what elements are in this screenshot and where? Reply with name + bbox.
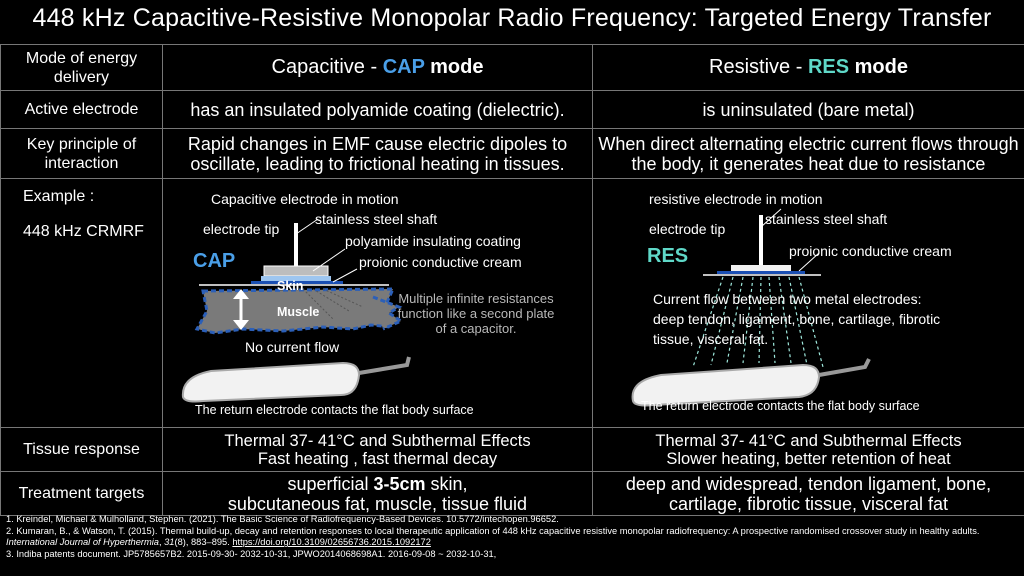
cap-diagram-drawing bbox=[181, 218, 411, 403]
res-mode-heading: Resistive - RES mode bbox=[592, 44, 1024, 91]
cap-return-electrode bbox=[181, 361, 361, 403]
reference-1: 1. Kreindel, Michael & Mulholland, Steph… bbox=[6, 514, 559, 524]
res-shaft-shape bbox=[759, 215, 763, 271]
cap-targets-pre: superficial bbox=[287, 473, 374, 494]
res-targets-line2: cartilage, fibrotic tissue, visceral fat bbox=[668, 493, 949, 514]
res-diagram-cell: resistive electrode in motion electrode … bbox=[592, 178, 1024, 428]
cap-targets-post: skin, bbox=[425, 473, 468, 494]
res-cream-shape bbox=[717, 271, 805, 274]
cap-field-line bbox=[302, 288, 334, 320]
cap-tissue-response: Thermal 37- 41°C and Subthermal Effects … bbox=[162, 427, 593, 472]
cap-diagram-cell: Capacitive electrode in motion electrode… bbox=[162, 178, 593, 428]
current-flow-note: Current flow between two metal electrode… bbox=[653, 291, 941, 347]
res-shaft-pointer bbox=[760, 208, 782, 228]
comparison-table: Mode of energy delivery Capacitive - CAP… bbox=[0, 44, 1024, 516]
resistances-note: Multiple infinite resistances function l… bbox=[397, 291, 555, 336]
cap-tissue-edge bbox=[372, 295, 405, 331]
res-key-principle: When direct alternating electric current… bbox=[592, 128, 1024, 179]
res-active-electrode: is uninsulated (bare metal) bbox=[592, 90, 1024, 129]
row-label-mode: Mode of energy delivery bbox=[0, 44, 163, 91]
reference-2-text: 2. Kumaran, B., & Watson, T. (2015). The… bbox=[6, 525, 980, 536]
cap-tissue-line2: Fast heating , fast thermal decay bbox=[257, 449, 498, 468]
table-row-active-electrode: Active electrode has an insulated polyam… bbox=[0, 90, 1024, 129]
cap-electrode-tip-label: electrode tip bbox=[203, 221, 280, 237]
res-electrode-head bbox=[731, 265, 791, 271]
cap-shaft-pointer bbox=[295, 218, 319, 235]
cap-coating-label: polyamide insulating coating bbox=[345, 233, 521, 249]
reference-2-journal: International Journal of Hyperthermia bbox=[6, 537, 159, 548]
res-electrode-tip-label: electrode tip bbox=[649, 221, 726, 237]
row-label-key-principle: Key principle of interaction bbox=[0, 128, 163, 179]
res-mode-label: RES bbox=[647, 245, 689, 267]
res-heading-suffix: mode bbox=[849, 56, 908, 78]
reference-2-sep: , bbox=[158, 537, 165, 548]
cap-heading-suffix: mode bbox=[424, 56, 484, 78]
muscle-label: Muscle bbox=[277, 305, 320, 319]
cap-targets-depth: 3-5cm bbox=[373, 473, 426, 494]
res-tissue-line1: Thermal 37- 41°C and Subthermal Effects bbox=[655, 431, 962, 450]
cap-key-principle: Rapid changes in EMF cause electric dipo… bbox=[162, 128, 593, 179]
cap-return-cable bbox=[358, 356, 411, 375]
cap-coating-pointer bbox=[312, 248, 346, 272]
res-tissue-line2: Slower heating, better retention of heat bbox=[666, 449, 951, 468]
cap-tissue-line1: Thermal 37- 41°C and Subthermal Effects bbox=[224, 431, 531, 450]
res-current-lines bbox=[692, 276, 824, 368]
table-row-tissue-response: Tissue response Thermal 37- 41°C and Sub… bbox=[0, 427, 1024, 472]
page-title: 448 kHz Capacitive-Resistive Monopolar R… bbox=[32, 4, 992, 32]
cap-field-line bbox=[312, 288, 350, 312]
reference-3: 3. Indiba patents document. JP5785657B2.… bbox=[6, 548, 497, 559]
cap-shaft-label: stainless steel shaft bbox=[315, 211, 438, 227]
cap-mode-heading: Capacitive - CAP mode bbox=[162, 44, 593, 91]
row-label-tissue-response: Tissue response bbox=[0, 427, 163, 472]
res-cream-pointer bbox=[798, 252, 820, 272]
row-label-example: Example : 448 kHz CRMRF bbox=[0, 178, 163, 428]
res-targets-line1: deep and widespread, tendon ligament, bo… bbox=[625, 473, 992, 494]
res-heading-prefix: Resistive - bbox=[709, 56, 808, 78]
res-cream-label: proionic conductive cream bbox=[789, 243, 952, 259]
table-row-key-principle: Key principle of interaction Rapid chang… bbox=[0, 128, 1024, 179]
cap-field-line bbox=[322, 288, 364, 308]
cap-treatment-targets: superficial 3-5cm skin, subcutaneous fat… bbox=[162, 471, 593, 516]
example-sublabel: 448 kHz CRMRF bbox=[23, 223, 144, 240]
no-current-label: No current flow bbox=[245, 339, 340, 355]
example-label: Example : bbox=[23, 188, 95, 205]
res-return-electrode bbox=[631, 363, 821, 407]
res-shaft-label: stainless steel shaft bbox=[765, 211, 888, 227]
res-return-label: The return electrode contacts the flat b… bbox=[641, 399, 920, 413]
row-label-treatment-targets: Treatment targets bbox=[0, 471, 163, 516]
res-diagram: resistive electrode in motion electrode … bbox=[593, 179, 1024, 427]
row-label-active-electrode: Active electrode bbox=[0, 90, 163, 129]
reference-2-doi-link[interactable]: https://doi.org/10.3109/02656736.2015.10… bbox=[232, 537, 431, 548]
cap-depth-arrow-down bbox=[233, 320, 249, 330]
res-tissue-response: Thermal 37- 41°C and Subthermal Effects … bbox=[592, 427, 1024, 472]
reference-2-pages: (8), 883–895. bbox=[174, 537, 233, 548]
res-heading-word: RES bbox=[807, 56, 850, 78]
cap-cream-pointer bbox=[332, 268, 358, 283]
references: 1. Kreindel, Michael & Mulholland, Steph… bbox=[6, 514, 1022, 560]
cap-cream-label: proionic conductive cream bbox=[359, 254, 522, 270]
res-return-cable bbox=[818, 358, 871, 377]
res-diagram-title: resistive electrode in motion bbox=[649, 191, 823, 207]
cap-diagram: Capacitive electrode in motion electrode… bbox=[163, 179, 592, 427]
reference-2-volume: 31 bbox=[164, 537, 175, 548]
cap-cream-shape bbox=[251, 281, 343, 284]
cap-targets-line1: superficial 3-5cm skin, bbox=[163, 474, 592, 494]
cap-heading-word: CAP bbox=[382, 56, 425, 78]
cap-targets-line2: subcutaneous fat, muscle, tissue fluid bbox=[227, 493, 528, 514]
res-treatment-targets: deep and widespread, tendon ligament, bo… bbox=[592, 471, 1024, 516]
cap-shaft-shape bbox=[294, 223, 298, 279]
table-row-mode: Mode of energy delivery Capacitive - CAP… bbox=[0, 44, 1024, 91]
cap-coating-shape bbox=[261, 276, 331, 281]
cap-heading-prefix: Capacitive - bbox=[271, 56, 383, 78]
table-row-treatment-targets: Treatment targets superficial 3-5cm skin… bbox=[0, 471, 1024, 516]
cap-depth-arrow-up bbox=[233, 289, 249, 299]
table-row-example: Example : 448 kHz CRMRF bbox=[0, 178, 1024, 428]
reference-2: 2. Kumaran, B., & Watson, T. (2015). The… bbox=[6, 526, 1022, 549]
res-diagram-drawing bbox=[631, 208, 871, 407]
cap-mode-label: CAP bbox=[193, 250, 236, 272]
skin-label: Skin bbox=[277, 279, 304, 293]
cap-diagram-title: Capacitive electrode in motion bbox=[211, 191, 399, 207]
cap-return-label: The return electrode contacts the flat b… bbox=[195, 403, 474, 417]
cap-active-electrode: has an insulated polyamide coating (diel… bbox=[162, 90, 593, 129]
